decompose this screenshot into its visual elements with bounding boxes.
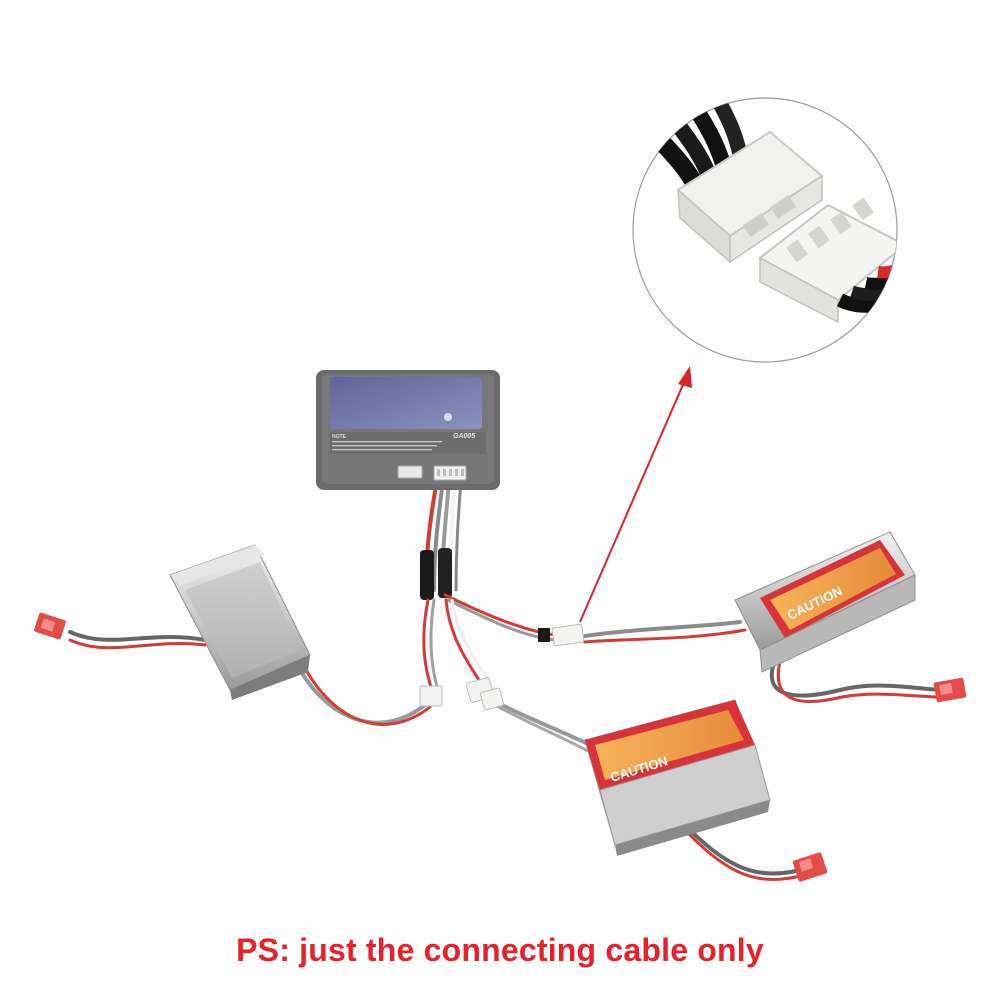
balance-charger: NOTE GA005 (316, 370, 500, 490)
zoom-arrow (579, 366, 692, 623)
charger-note-label: NOTE (332, 434, 347, 440)
harness-wires (68, 478, 947, 882)
battery-left (34, 544, 311, 700)
caption-text: PS: just the connecting cable only (236, 932, 764, 968)
balance-connectors (419, 623, 585, 711)
battery-bottom: CAUTION (584, 699, 828, 882)
battery-top-right: CAUTION (734, 531, 967, 703)
charger-model-label: GA005 (453, 433, 475, 440)
connector-zoom-inset (632, 97, 898, 363)
